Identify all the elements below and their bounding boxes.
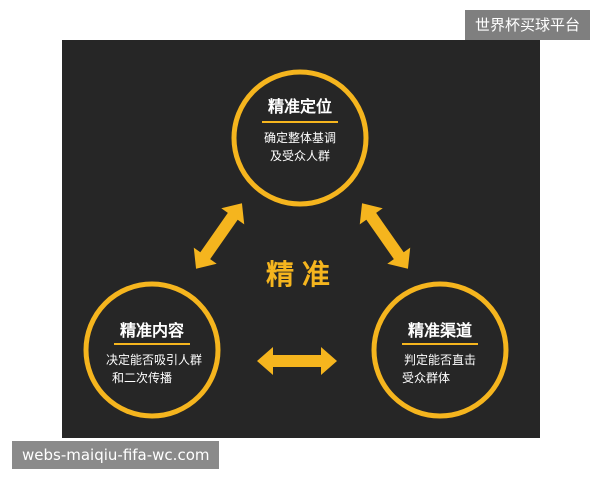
arrow-top-left <box>193 203 245 269</box>
node-right-line-2: 受众群体 <box>402 371 450 385</box>
node-right-ring <box>371 281 509 419</box>
diagram-panel <box>62 40 540 438</box>
node-left-line-1: 决定能否吸引人群 <box>106 352 202 367</box>
arrow-top-right <box>359 203 411 269</box>
arrow-bottom <box>257 347 337 375</box>
node-left-title: 精准内容 <box>120 321 184 340</box>
node-right: 精准渠道 判定能否直击 受众群体 <box>371 281 509 419</box>
node-left-ring <box>83 281 221 419</box>
node-right-line-1: 判定能否直击 <box>404 352 476 367</box>
center-label: 精准 <box>266 258 338 291</box>
node-left-line-2: 和二次传播 <box>112 370 172 385</box>
node-top-line-1: 确定整体基调 <box>264 130 336 145</box>
node-top-ring <box>231 69 369 207</box>
node-top-line-2: 及受众人群 <box>270 149 330 163</box>
node-top-title: 精准定位 <box>268 97 332 116</box>
node-left: 精准内容 决定能否吸引人群 和二次传播 <box>83 281 221 419</box>
node-right-title: 精准渠道 <box>408 321 472 340</box>
watermark-top-badge: 世界杯买球平台 <box>464 10 590 40</box>
node-top: 精准定位 确定整体基调 及受众人群 <box>231 69 369 207</box>
watermark-bottom-badge: webs-maiqiu-fifa-wc.com <box>12 441 220 469</box>
